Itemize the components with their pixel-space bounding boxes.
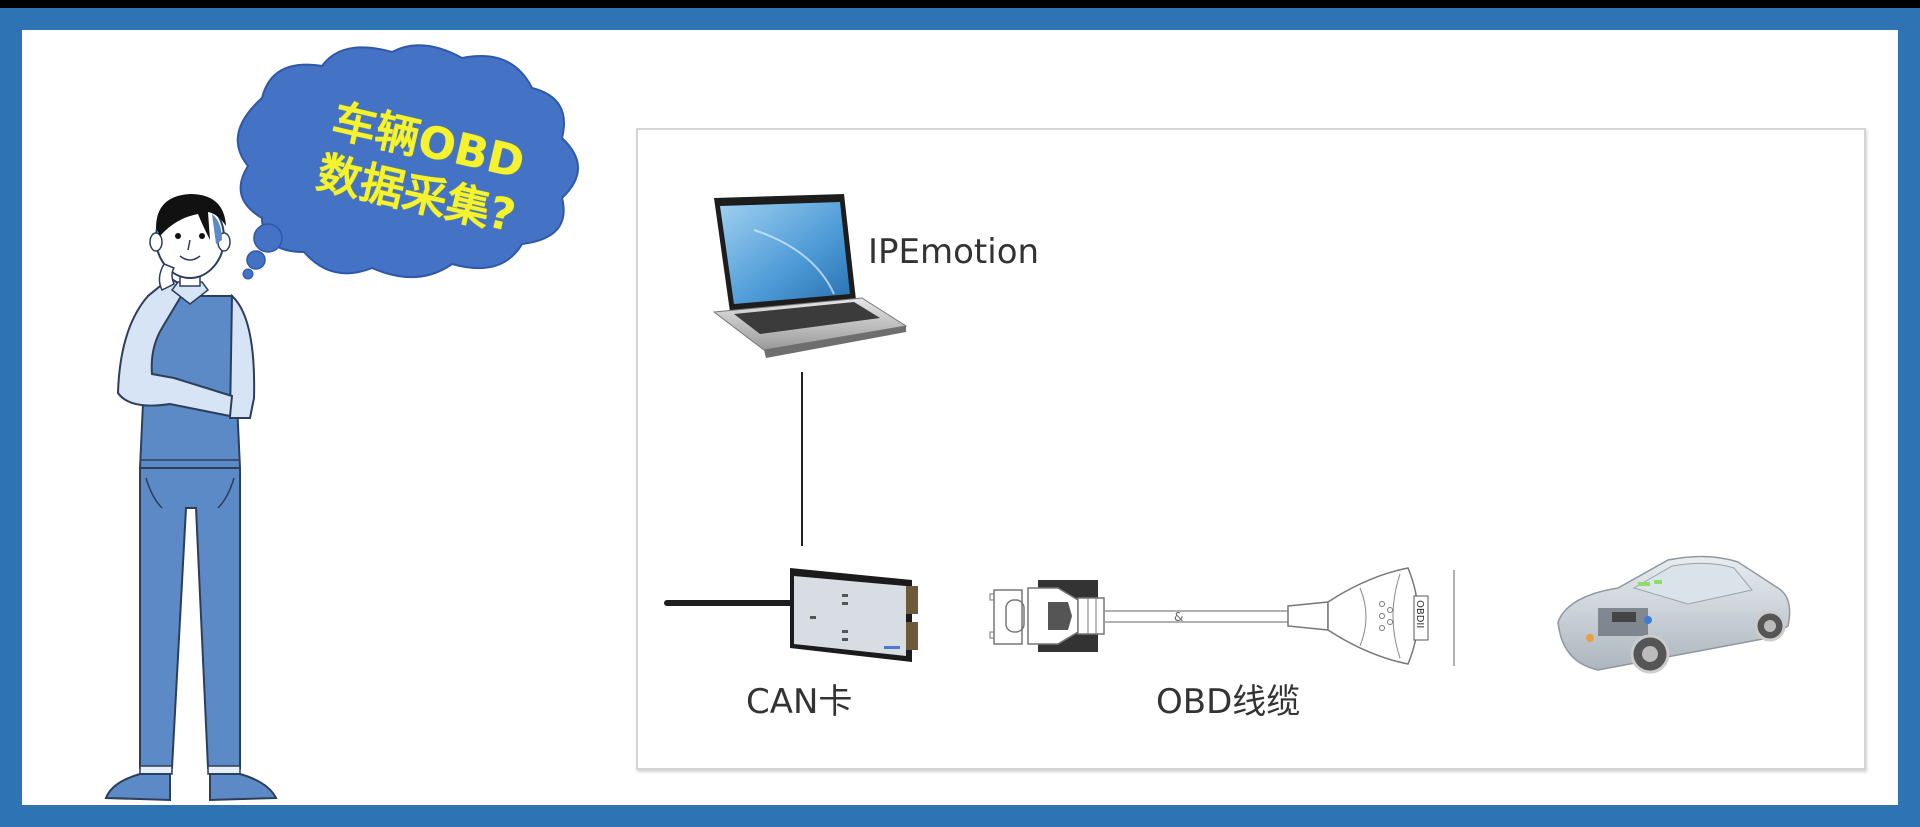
thought-bubble	[236, 44, 579, 280]
thinking-person-illustration	[104, 194, 278, 802]
can-card-label: CAN卡	[746, 682, 853, 722]
laptop-label: IPEmotion	[868, 232, 1040, 272]
obd-cable-icon: & OBDII	[989, 567, 1455, 666]
obd-cable-label: OBD线缆	[1156, 682, 1301, 722]
connection-line	[801, 372, 803, 546]
car-cutaway-icon	[1557, 555, 1791, 674]
obd-connector-text: OBDII	[1414, 600, 1425, 628]
can-interface-card-icon	[664, 568, 918, 662]
diagram-panel: IPEmotion CAN卡	[636, 128, 1866, 770]
slide-canvas: 车辆OBD 数据采集? IPEmoti	[22, 30, 1898, 805]
trousers	[139, 467, 241, 769]
svg-text:&: &	[1174, 610, 1183, 624]
laptop-icon	[712, 194, 908, 358]
